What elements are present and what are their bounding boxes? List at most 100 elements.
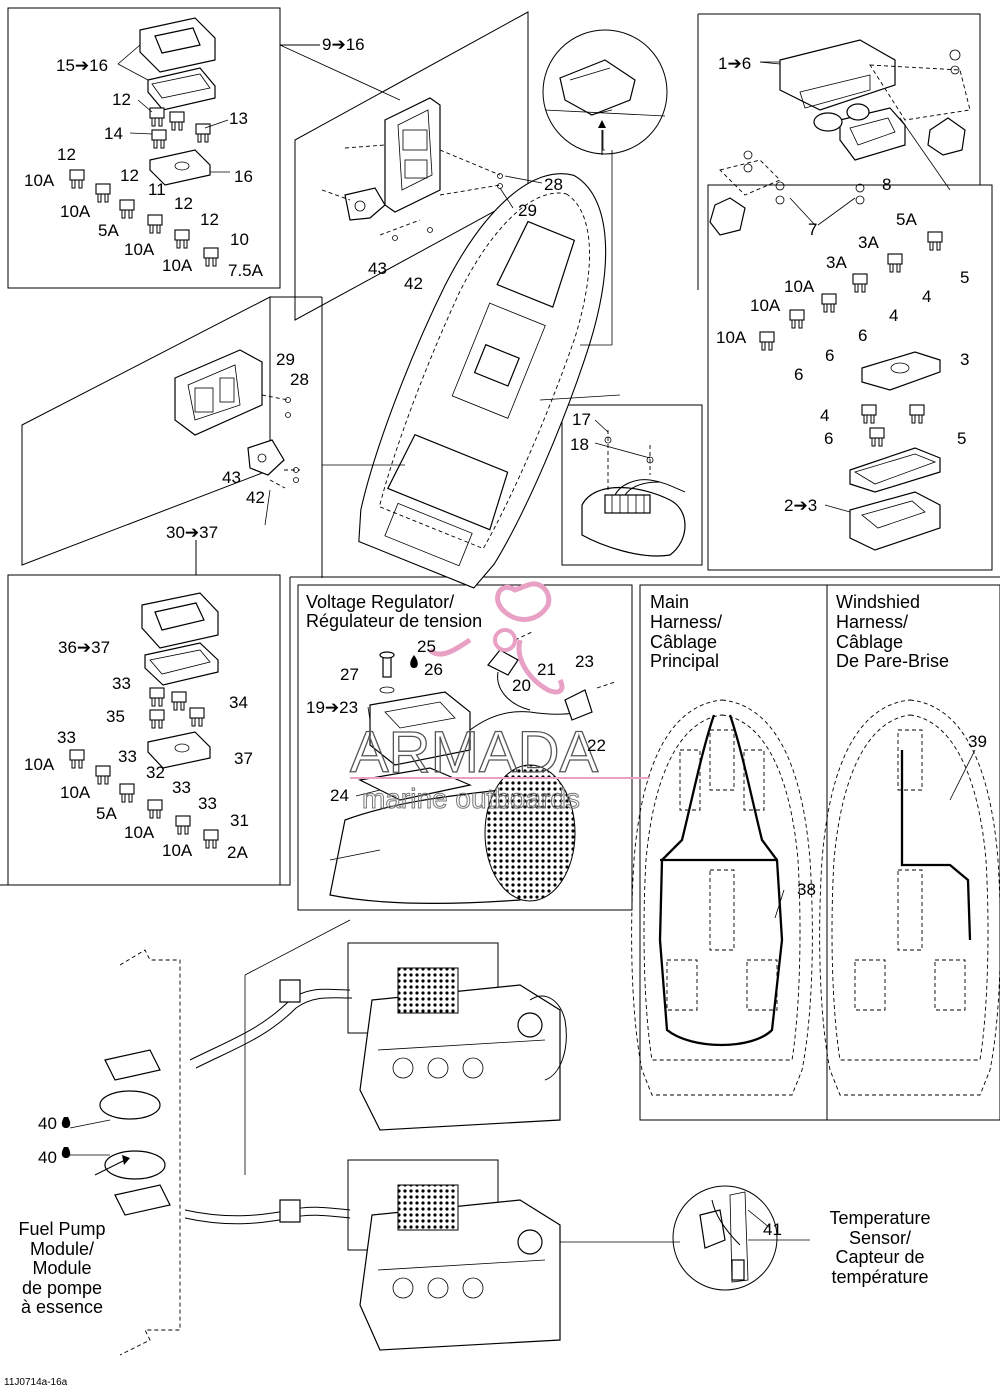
callout-label: 10A xyxy=(60,783,91,802)
caption-main-harness-1: Main xyxy=(650,592,689,612)
caption-windshield-harness-1: Windshied xyxy=(836,592,920,612)
caption-fuel-pump-4: de pompe xyxy=(22,1278,102,1298)
callout-label: 10A xyxy=(124,240,155,259)
callout-label: 34 xyxy=(229,693,248,712)
callout-label: 43 xyxy=(368,259,387,278)
callout-label: 42 xyxy=(404,274,423,293)
callout-label: 8 xyxy=(882,175,891,194)
callout-label: 3A xyxy=(826,253,847,272)
callout-label: 35 xyxy=(106,707,125,726)
callout-label: 3A xyxy=(858,233,879,252)
caption-voltage-regulator-1: Voltage Regulator/ xyxy=(306,592,454,612)
callout-label: 17 xyxy=(572,410,591,429)
leader-lines xyxy=(117,44,976,1229)
module-detail xyxy=(544,59,666,155)
callout-label: 2A xyxy=(227,843,248,862)
callout-label: 40 xyxy=(38,1114,57,1133)
watercraft-hull xyxy=(322,144,650,596)
temperature-sensor-detail xyxy=(672,1185,810,1291)
callout-label: 15➔16 xyxy=(56,56,108,75)
connector-detail xyxy=(581,430,686,557)
callout-label: 33 xyxy=(57,728,76,747)
callout-label: 10A xyxy=(124,823,155,842)
callout-label: 21 xyxy=(537,660,556,679)
windshield-harness-diagram xyxy=(819,699,1000,1096)
callout-label: 18 xyxy=(570,435,589,454)
caption-fuel-pump-1: Fuel Pump xyxy=(18,1219,105,1239)
callout-label: 12 xyxy=(57,145,76,164)
callout-label: 10A xyxy=(162,256,193,275)
caption-fuel-pump-5: à essence xyxy=(21,1297,103,1317)
caption-main-harness-4: Principal xyxy=(650,651,719,671)
callout-label: 5A xyxy=(96,804,117,823)
callout-label: 25 xyxy=(417,637,436,656)
caption-temperature-sensor-1: Temperature xyxy=(829,1208,930,1228)
callout-label: 10A xyxy=(784,277,815,296)
figure-code: 11J0714a-16a xyxy=(4,1377,68,1388)
callout-label: 16 xyxy=(234,167,253,186)
watermark-sub: marine outboards xyxy=(362,783,580,814)
fuse-box-rear xyxy=(69,17,230,267)
caption-temperature-sensor-3: Capteur de xyxy=(835,1247,924,1267)
caption-windshield-harness-4: De Pare-Brise xyxy=(836,651,949,671)
watermark-logo: ARMADA marine outboards xyxy=(349,581,650,815)
engine-lower xyxy=(184,1159,680,1351)
callout-label: 20 xyxy=(512,676,531,695)
callout-label: 19➔23 xyxy=(306,698,358,717)
callout-label: 23 xyxy=(575,652,594,671)
callout-label: 7.5A xyxy=(228,261,264,280)
callout-label: 24 xyxy=(330,786,349,805)
callout-label: 32 xyxy=(146,763,165,782)
callout-label: 10A xyxy=(60,202,91,221)
callout-label: 31 xyxy=(230,811,249,830)
callout-label: 3 xyxy=(960,350,969,369)
callout-label: 10A xyxy=(24,755,55,774)
caption-main-harness-3: Câblage xyxy=(650,632,717,652)
callout-label: 5A xyxy=(98,221,119,240)
callout-label: 5 xyxy=(960,268,969,287)
callout-label: 1➔6 xyxy=(718,54,751,73)
callout-label: 33 xyxy=(118,747,137,766)
callout-label: 14 xyxy=(104,124,123,143)
watermark-brand: ARMADA xyxy=(350,720,598,785)
callout-label: 12 xyxy=(200,210,219,229)
bulkhead-upper xyxy=(279,44,503,241)
voltage-regulator-detail xyxy=(329,631,616,904)
callout-label: 6 xyxy=(824,429,833,448)
caption-fuel-pump-3: Module xyxy=(32,1258,91,1278)
main-harness-diagram xyxy=(631,699,813,1096)
callout-labels: 15➔16 12 13 14 12 10A 16 12 10A 11 5A 12… xyxy=(24,35,987,1239)
callout-label: 11 xyxy=(148,180,166,199)
callout-label: 30➔37 xyxy=(166,523,218,542)
caption-fuel-pump-2: Module/ xyxy=(30,1239,94,1259)
callout-label: 39 xyxy=(968,732,987,751)
callout-label: 5A xyxy=(896,210,917,229)
callout-label: 2➔3 xyxy=(784,496,817,515)
callout-label: 42 xyxy=(246,488,265,507)
callout-label: 12 xyxy=(120,166,139,185)
caption-temperature-sensor-4: température xyxy=(831,1267,928,1287)
callout-label: 4 xyxy=(820,406,829,425)
callout-label: 5 xyxy=(957,429,966,448)
callout-label: 37 xyxy=(234,749,253,768)
callout-label: 10A xyxy=(716,328,747,347)
callout-label: 13 xyxy=(229,109,248,128)
callout-label: 33 xyxy=(112,674,131,693)
caption-main-harness-2: Harness/ xyxy=(650,612,722,632)
callout-label: 6 xyxy=(825,346,834,365)
caption-temperature-sensor-2: Sensor/ xyxy=(849,1228,911,1248)
callout-label: 43 xyxy=(222,468,241,487)
callout-label: 27 xyxy=(340,665,359,684)
callout-label: 36➔37 xyxy=(58,638,110,657)
callout-label: 10A xyxy=(750,296,781,315)
callout-label: 29 xyxy=(276,350,295,369)
bulkhead-lower xyxy=(174,349,300,489)
callout-label: 33 xyxy=(172,778,191,797)
callout-label: 41 xyxy=(763,1220,782,1239)
callout-label: 10 xyxy=(230,230,249,249)
callout-label: 7 xyxy=(808,220,817,239)
fuse-box-lower xyxy=(69,592,219,849)
callout-label: 4 xyxy=(922,287,931,306)
engine-upper xyxy=(189,919,567,1175)
